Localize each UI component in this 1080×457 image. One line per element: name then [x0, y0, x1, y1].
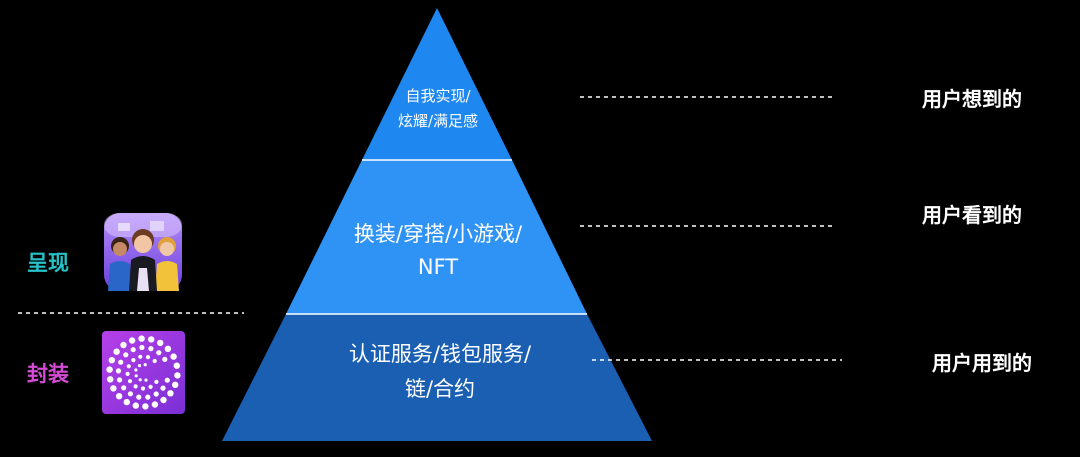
spiral-dot: [174, 372, 181, 379]
spiral-dot: [127, 391, 133, 397]
spiral-dot: [138, 354, 143, 359]
spiral-dot: [118, 359, 124, 365]
tier-top-line-1: 自我实现/: [405, 87, 471, 105]
avatar-characters-app-icon: [104, 213, 182, 291]
spiral-dot: [117, 377, 123, 383]
spiral-dot: [139, 344, 145, 351]
spiral-dot: [154, 379, 159, 384]
left-label-wrap: 封装: [27, 362, 69, 386]
left-label-present: 呈现: [27, 251, 69, 275]
spiral-dot: [133, 384, 138, 389]
dotted-spiral-app-icon: [102, 331, 185, 414]
spiral-dot: [167, 390, 174, 397]
right-label-seen: 用户看到的: [922, 203, 1022, 227]
spiral-dot: [110, 385, 117, 392]
pyramid-tier-middle: [286, 160, 587, 314]
spiral-dot: [138, 335, 145, 342]
spiral-dot: [152, 358, 157, 364]
spiral-dot: [132, 402, 139, 409]
spiral-dot: [164, 345, 172, 352]
spiral-dot: [160, 396, 167, 404]
spiral-dot: [128, 337, 136, 344]
spiral-dot: [123, 352, 129, 358]
right-label-thought: 用户想到的: [922, 87, 1022, 111]
spiral-dot: [164, 377, 170, 383]
spiral-dot: [148, 346, 154, 352]
spiral-dot: [157, 339, 164, 347]
spiral-dot: [144, 378, 148, 382]
spiral-dot: [148, 336, 155, 343]
spiral-dot: [143, 363, 147, 367]
spiral-dot: [153, 391, 159, 397]
tier-bottom-line-1: 认证服务/钱包服务/: [349, 342, 532, 366]
spiral-dot: [130, 347, 136, 353]
tier-middle-line-2: NFT: [418, 255, 458, 279]
pyramid-tier-bottom: [222, 314, 652, 441]
tier-top-line-2: 炫耀/满足感: [398, 112, 478, 130]
spiral-dot: [115, 368, 122, 374]
spiral-dot: [107, 376, 114, 383]
spiral-dot: [148, 384, 153, 389]
spiral-dot: [127, 379, 133, 384]
spiral-dot: [108, 357, 116, 364]
spiral-dot: [160, 385, 166, 391]
pyramid-tier-top: [362, 8, 512, 160]
spiral-dot: [172, 381, 179, 388]
spiral-dot: [113, 348, 120, 355]
tier-bottom-line-2: 链/合约: [405, 377, 475, 401]
spiral-dot: [123, 398, 130, 406]
spiral-dot: [115, 393, 123, 400]
spiral-dot: [134, 368, 138, 372]
right-label-used: 用户用到的: [932, 351, 1032, 375]
spiral-dot: [156, 350, 162, 356]
spiral-dot: [126, 364, 131, 369]
spiral-dot: [142, 403, 149, 410]
spiral-dot: [136, 394, 142, 400]
spiral-dot: [106, 366, 113, 373]
spiral-dot: [137, 364, 142, 368]
spiral-dot: [162, 356, 168, 362]
spiral-dot: [145, 394, 151, 400]
spiral-dot: [140, 386, 146, 391]
spiral-dot: [145, 355, 151, 360]
spiral-dot: [134, 374, 138, 378]
spiral-dot: [121, 385, 127, 391]
spiral-dot: [138, 378, 142, 382]
spiral-dot: [151, 401, 159, 408]
spiral-dot: [125, 371, 130, 376]
spiral-dot: [120, 341, 127, 349]
spiral-dot: [173, 362, 180, 369]
tier-middle-line-1: 换装/穿搭/小游戏/: [354, 222, 523, 246]
spiral-dot: [131, 358, 136, 363]
spiral-dot: [170, 353, 177, 360]
